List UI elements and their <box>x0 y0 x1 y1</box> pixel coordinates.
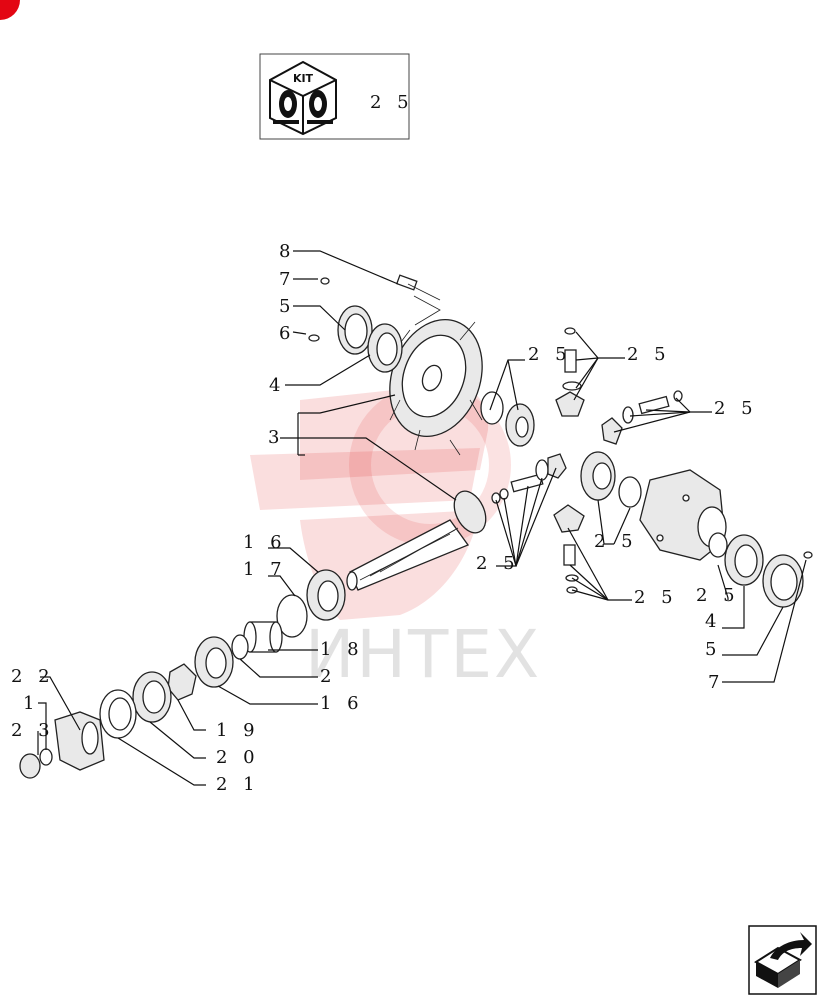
bolt-8 <box>395 274 441 326</box>
kit-ref-label: 2 5 <box>370 92 414 113</box>
callout-20: 2 0 <box>216 747 260 768</box>
callout-3: 3 <box>268 427 284 448</box>
callout-22: 2 2 <box>11 666 55 687</box>
pinion-bearing-16 <box>306 569 346 621</box>
shim-17 <box>276 594 308 638</box>
callout-25-g: 2 5 <box>696 585 740 606</box>
callout-25-c: 2 5 <box>714 398 758 419</box>
callout-25-b: 2 5 <box>627 344 671 365</box>
yoke-flange-22 <box>54 711 105 771</box>
screw-6 <box>308 334 320 342</box>
callout-17: 1 7 <box>243 559 287 580</box>
callout-18: 1 8 <box>320 639 364 660</box>
watermark-text: ИНТЕХ <box>305 616 541 693</box>
seal-20 <box>132 671 172 723</box>
screw-7-right <box>803 551 813 559</box>
callout-4-right: 4 <box>705 611 721 632</box>
thrust-washer-right <box>618 476 642 508</box>
callout-25-d: 2 5 <box>594 531 638 552</box>
kit-badge: KIT <box>293 72 314 85</box>
ring-2 <box>231 634 249 660</box>
next-page-button[interactable] <box>748 925 817 995</box>
pinion-bearing-16b <box>194 636 234 688</box>
callout-16-top: 1 6 <box>243 532 287 553</box>
screw-7-top <box>320 277 330 285</box>
dust-cover-21 <box>99 689 137 739</box>
thrust-washer <box>480 391 504 425</box>
callout-5-right: 5 <box>705 639 721 660</box>
callout-21: 2 1 <box>216 774 260 795</box>
side-gear-upper <box>505 403 535 447</box>
spider-pin-lower <box>553 504 585 594</box>
callout-16-bottom: 1 6 <box>320 693 364 714</box>
callout-6: 6 <box>279 323 295 344</box>
cross-shaft <box>491 453 567 504</box>
differential-case <box>639 469 728 561</box>
bearing-right-4 <box>724 534 764 586</box>
watermark-logo: ИНТЕХ <box>250 384 541 693</box>
o-ring-1 <box>39 748 53 766</box>
callout-25-e: 2 5 <box>476 553 520 574</box>
callout-25-f: 2 5 <box>634 587 678 608</box>
callout-7-top: 7 <box>279 269 295 290</box>
side-gear-right <box>580 451 616 501</box>
bearing-top <box>367 323 403 373</box>
next-page-arrow-icon <box>754 932 812 988</box>
callout-4-top: 4 <box>269 375 285 396</box>
nut-23 <box>19 753 41 779</box>
callout-1: 1 <box>23 693 39 714</box>
adjuster-ring-right-5 <box>762 554 804 608</box>
pinion-shaft <box>346 490 487 591</box>
spacer-18 <box>243 621 283 653</box>
spider-pin-right <box>601 390 683 445</box>
kit-box: KIT 2 5 <box>259 53 414 140</box>
leader-lines <box>37 250 807 786</box>
callout-2: 2 <box>320 666 336 687</box>
callout-19: 1 9 <box>216 720 260 741</box>
adjuster-ring-top <box>337 305 373 355</box>
callout-labels: 8 7 5 6 4 3 2 5 2 5 2 5 2 5 2 5 2 5 2 5 … <box>11 241 758 795</box>
callout-8: 8 <box>279 241 295 262</box>
nut-19 <box>167 663 197 701</box>
callout-7-right: 7 <box>708 672 724 693</box>
callout-23: 2 3 <box>11 720 55 741</box>
callout-25-a: 2 5 <box>528 344 572 365</box>
callout-5-top: 5 <box>279 296 295 317</box>
spider-pin-upper <box>555 327 585 417</box>
ring-gear <box>389 318 483 456</box>
corner-tab <box>0 0 20 20</box>
bearing-kit-icon <box>269 60 337 136</box>
